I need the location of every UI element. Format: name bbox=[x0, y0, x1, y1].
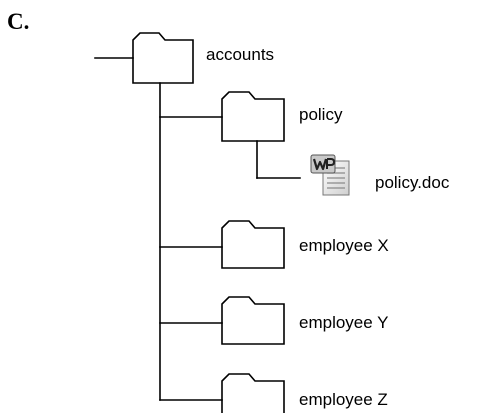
folder-label-policy: policy bbox=[299, 105, 343, 124]
folder-label-employee-x: employee X bbox=[299, 236, 389, 255]
folder-icon bbox=[221, 373, 285, 413]
folder-icon bbox=[221, 296, 285, 345]
option-letter: C. bbox=[7, 9, 30, 34]
folder-label-employee-z: employee Z bbox=[299, 390, 388, 409]
folder-icon bbox=[221, 220, 285, 269]
folder-icon bbox=[132, 32, 194, 84]
folder-label-accounts: accounts bbox=[206, 45, 275, 64]
folder-icon bbox=[221, 91, 285, 142]
folder-label-employee-y: employee Y bbox=[299, 313, 389, 332]
word-document-icon bbox=[310, 154, 350, 196]
file-label-policy-doc: policy.doc bbox=[375, 173, 450, 192]
